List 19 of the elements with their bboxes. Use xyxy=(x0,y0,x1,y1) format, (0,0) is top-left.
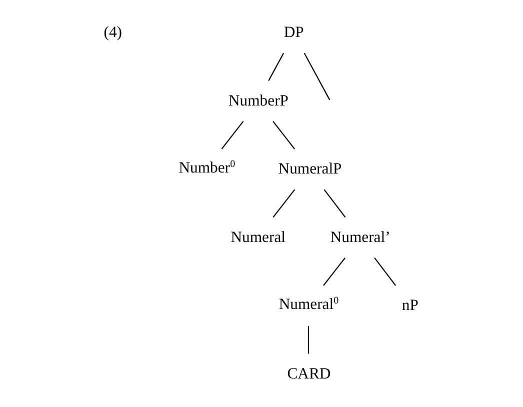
connector xyxy=(304,52,330,100)
connector xyxy=(324,189,346,218)
connector xyxy=(374,258,396,286)
node-text: Number$^{0}$ xyxy=(178,158,236,176)
node-text: CARD xyxy=(287,365,331,382)
connector xyxy=(221,121,244,150)
node-text: DP xyxy=(284,24,304,42)
node-text: Numeral$^{0}$ xyxy=(278,295,339,313)
node-text: nP xyxy=(402,297,418,314)
node-text: Numeral xyxy=(230,228,286,246)
connector xyxy=(308,326,310,354)
label: (4) xyxy=(104,24,122,42)
connector xyxy=(323,258,346,286)
node-text: NumeralP xyxy=(278,160,342,178)
connector xyxy=(272,189,296,218)
node-text: Numeral’ xyxy=(330,228,390,246)
connector xyxy=(268,52,284,81)
connector xyxy=(272,121,296,150)
node-text: NumberP xyxy=(228,92,289,110)
